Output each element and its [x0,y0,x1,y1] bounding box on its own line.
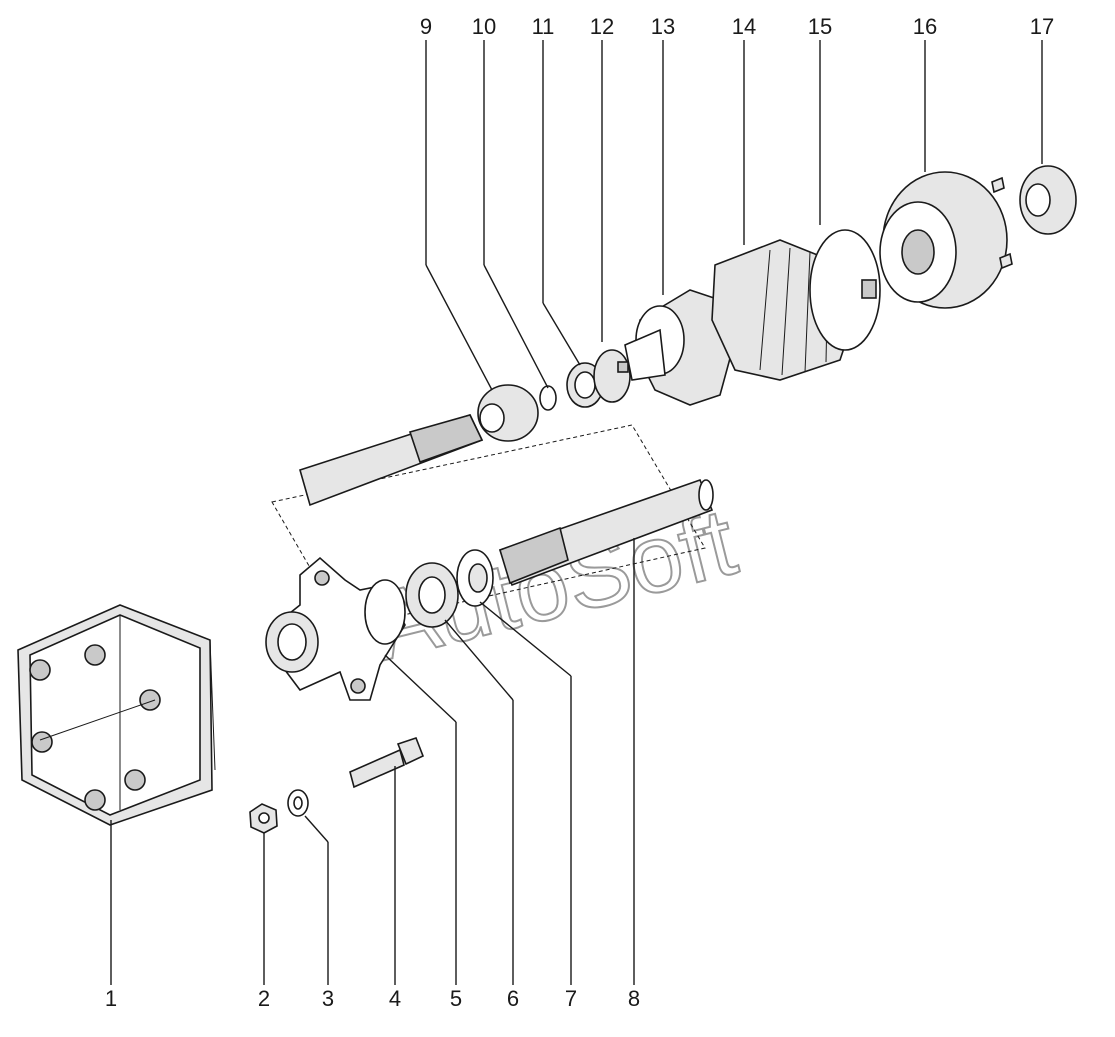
alignment-box [271,424,706,629]
upper-shaft [299,414,484,507]
callout-17: 17 [1030,14,1054,39]
part-16-cv-joint [879,171,1013,309]
part-5-flange-housing [265,556,406,701]
callout-2: 2 [258,986,270,1011]
callout-11: 11 [532,14,555,39]
callout-13: 13 [651,14,675,39]
callout-8: 8 [628,986,640,1011]
callout-12: 12 [590,14,614,39]
part-7-cage [456,549,494,607]
callout-5: 5 [450,986,462,1011]
callout-15: 15 [808,14,832,39]
callout-labels: 9 10 11 12 13 14 15 16 17 1 2 3 4 5 6 7 … [105,14,1054,1011]
callout-1: 1 [105,986,117,1011]
leader-lines [110,40,1043,985]
callout-7: 7 [565,986,577,1011]
callout-14: 14 [732,14,756,39]
part-4-bolt [349,737,425,789]
callout-3: 3 [322,986,334,1011]
part-2-nut [249,803,278,834]
part-10-circlip [539,385,557,411]
part-8-splined-shaft [498,478,714,587]
callout-16: 16 [913,14,937,39]
part-17-dust-cap [1019,165,1077,235]
part-15-clamp-band [809,229,881,351]
part-9-bearing-ring [477,384,539,442]
part-1-flexible-coupling [17,604,216,826]
callout-4: 4 [389,986,401,1011]
part-3-washer [287,789,309,817]
callout-10: 10 [472,14,496,39]
part-12-inner-race [593,349,631,403]
callout-6: 6 [507,986,519,1011]
part-6-ring [405,562,459,628]
callout-9: 9 [420,14,432,39]
part-13-drum [624,289,736,406]
